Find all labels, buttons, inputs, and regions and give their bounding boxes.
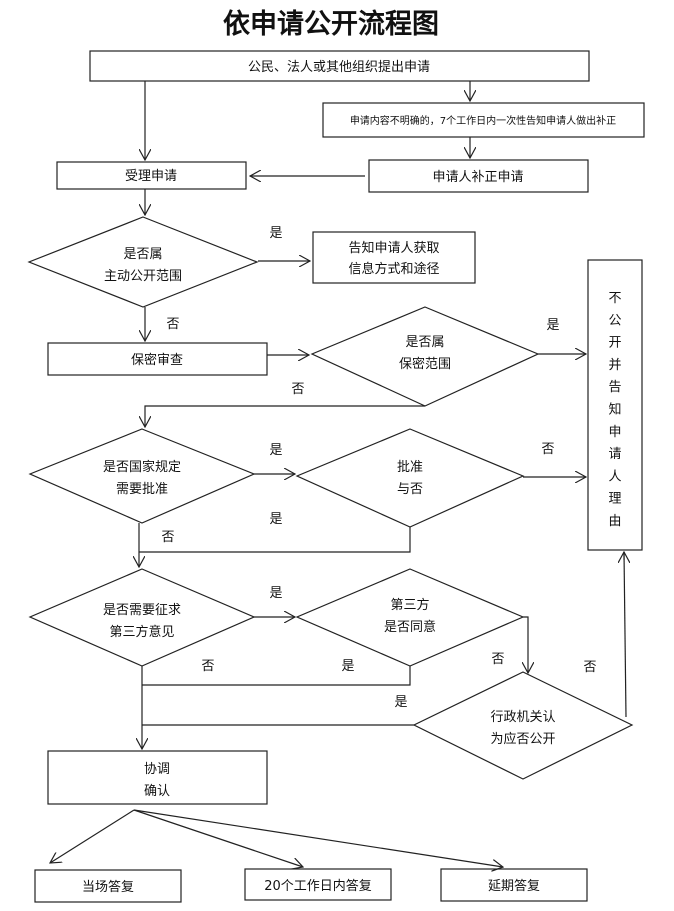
submit-box: 公民、法人或其他组织提出申请: [89, 50, 590, 82]
label-yes-third: 是: [269, 586, 282, 601]
submit-label: 公民、法人或其他组织提出申请: [248, 59, 430, 75]
reply-now-box: 当场答复: [34, 869, 182, 903]
accept-label: 受理申请: [125, 169, 177, 184]
label-yes-admin: 是: [394, 695, 407, 710]
branch-labels: 是 否 是 否 是 否 是 否 是 否 否 否 是 是: [161, 226, 596, 710]
inform-label-2: 信息方式和途径: [348, 261, 439, 277]
decision-secret-label-1: 是否属: [405, 335, 444, 350]
no-disclose-char: 开: [608, 336, 621, 351]
reply-now-label: 当场答复: [82, 879, 134, 895]
decision-active-disclosure: 是否属 主动公开范围: [27, 216, 259, 308]
label-no-agree: 否: [491, 652, 504, 667]
label-no-third: 否: [201, 659, 214, 674]
decision-confidential-scope: 是否属 保密范围: [310, 306, 540, 407]
reply-20-days-box: 20个工作日内答复: [244, 868, 392, 901]
decision-admin-label-2: 为应否公开: [490, 731, 555, 747]
label-no-approved: 否: [541, 442, 554, 457]
label-no-active: 否: [166, 317, 179, 332]
supplement-label: 申请人补正申请: [432, 170, 523, 185]
confidential-review-box: 保密审查: [47, 342, 268, 376]
decision-active-label-2: 主动公开范围: [104, 269, 182, 284]
label-no-approval: 否: [161, 530, 174, 545]
decision-admin-disclose: 行政机关认 为应否公开: [412, 671, 634, 780]
no-disclose-char: 告: [608, 380, 621, 395]
decision-approved: 批准 与否: [295, 428, 525, 528]
label-yes-secret: 是: [546, 318, 559, 333]
decision-secret-label-2: 保密范围: [399, 356, 451, 372]
decision-approved-label-2: 与否: [397, 482, 423, 497]
decision-third-party-agree: 第三方 是否同意: [295, 568, 525, 667]
decision-approval-label-2: 需要批准: [116, 482, 168, 497]
label-yes-approval: 是: [269, 443, 282, 458]
no-disclose-char: 公: [608, 313, 621, 328]
no-disclose-char: 申: [608, 425, 621, 440]
reply-extended-label: 延期答复: [488, 878, 540, 894]
decision-admin-label-1: 行政机关认: [490, 710, 555, 725]
confidential-review-label: 保密审查: [131, 352, 183, 368]
inform-box: 告知申请人获取 信息方式和途径: [312, 231, 476, 284]
label-no-secret: 否: [291, 382, 304, 397]
label-yes-active: 是: [269, 226, 282, 241]
unclear-notice-box: 申请内容不明确的，7个工作日内一次性告知申请人做出补正: [322, 102, 645, 138]
no-disclose-char: 并: [608, 358, 621, 373]
no-disclose-char: 不: [608, 291, 621, 306]
no-disclose-char: 知: [608, 402, 621, 418]
unclear-notice-label: 申请内容不明确的，7个工作日内一次性告知申请人做出补正: [350, 114, 616, 127]
coordinate-label-1: 协调: [144, 762, 170, 777]
decision-agree-label-1: 第三方: [390, 597, 429, 613]
supplement-box: 申请人补正申请: [368, 159, 589, 193]
reply-20-days-label: 20个工作日内答复: [264, 878, 372, 894]
decision-approval-label-1: 是否国家规定: [103, 459, 181, 475]
no-disclose-char: 请: [608, 447, 621, 462]
no-disclose-char: 理: [608, 492, 621, 507]
label-yes-approved: 是: [269, 512, 282, 527]
coordinate-box: 协调 确认: [47, 750, 268, 805]
inform-label-1: 告知申请人获取: [348, 240, 439, 256]
connectors: [50, 81, 626, 867]
decision-state-approval: 是否国家规定 需要批准: [28, 428, 256, 524]
no-disclose-char: 人: [608, 469, 621, 484]
coordinate-label-2: 确认: [144, 784, 170, 799]
page-title: 依申请公开流程图: [223, 9, 439, 40]
accept-box: 受理申请: [56, 161, 247, 190]
reply-extended-box: 延期答复: [440, 868, 588, 902]
decision-active-label-1: 是否属: [123, 247, 162, 262]
decision-approved-label-1: 批准: [397, 460, 423, 475]
decision-third-party-needed: 是否需要征求 第三方意见: [28, 568, 256, 667]
label-yes-agree: 是: [341, 659, 354, 674]
decision-agree-label-2: 是否同意: [384, 619, 436, 635]
no-disclose-char: 由: [608, 514, 621, 529]
label-no-admin: 否: [583, 660, 596, 675]
decision-third-label-1: 是否需要征求: [103, 603, 181, 618]
decision-third-label-2: 第三方意见: [109, 624, 174, 640]
